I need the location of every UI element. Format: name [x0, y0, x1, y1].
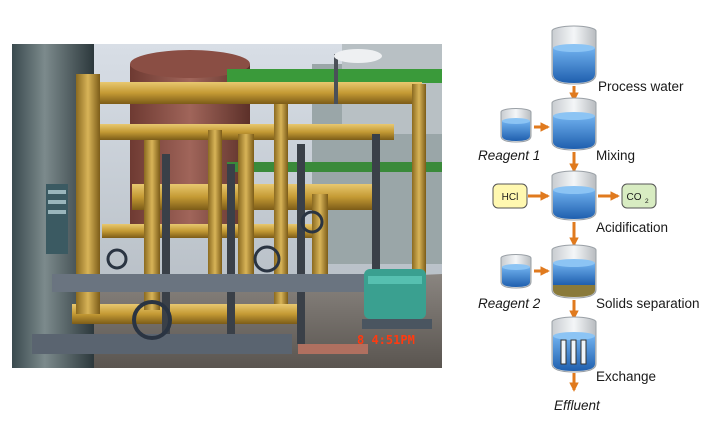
- beaker-reagent-1: [500, 108, 532, 143]
- effluent-label: Effluent: [554, 398, 601, 413]
- beaker-acidification: [551, 170, 597, 221]
- step-label-process-water: Process water: [598, 79, 684, 94]
- co2-subscript: 2: [645, 198, 649, 205]
- step-label-exchange: Exchange: [596, 369, 656, 384]
- co2-box: [621, 183, 657, 209]
- beaker-solids-separation: [551, 244, 597, 299]
- hcl-label: HCl: [502, 192, 519, 203]
- industrial-pipework-photo: 8 4:51PM: [12, 44, 442, 368]
- beaker-process-water: [551, 25, 597, 85]
- reagent-2-label: Reagent 2: [478, 296, 541, 311]
- step-label-mixing: Mixing: [596, 148, 635, 163]
- beaker-mixing: [551, 97, 597, 151]
- reagent-1-label: Reagent 1: [478, 148, 540, 163]
- beaker-reagent-2: [500, 254, 532, 289]
- step-label-acidification: Acidification: [596, 220, 668, 235]
- step-label-solids-separation: Solids separation: [596, 296, 700, 311]
- process-flow-diagram: Process water Mixing Reagent 1: [448, 0, 718, 428]
- photo-timestamp: 8 4:51PM: [357, 333, 415, 347]
- co2-label: CO: [627, 192, 642, 203]
- beaker-exchange: [551, 316, 597, 373]
- hcl-box: [492, 183, 528, 209]
